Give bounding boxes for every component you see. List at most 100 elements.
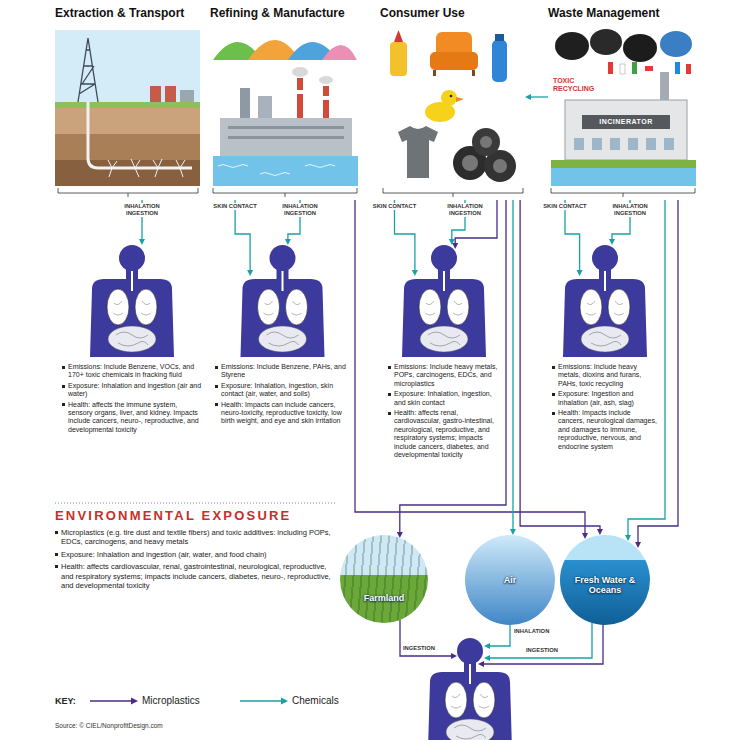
bullet-item: Exposure: Inhalation, ingestion, and ski… [388,390,500,407]
connector [510,200,516,535]
bullet-item: Health: affects renal, cardiovascular, g… [388,409,500,459]
human-figures-part [241,245,325,357]
legend-line [88,696,140,706]
exposure-arrows-part [483,624,603,664]
waste-illustration-part [664,138,674,150]
waste-illustration-part [675,62,680,74]
connector [565,200,583,276]
environment-circle: Farmland [340,535,428,623]
body-figure-node: Emissions: Include Benzene, PAHs, and St… [215,245,350,428]
stage-heading: Extraction & Transport [55,6,200,20]
refinery-illustration-part [323,86,329,118]
refinery-illustration-part [258,96,272,118]
stage-panel: Extraction & Transport [55,6,200,200]
edge-label: INHALATION INGESTION [441,203,489,217]
legend-line-stroke [90,700,132,702]
edge-label: TOXIC RECYCLING [553,77,603,94]
legend-line [238,696,290,706]
waste-illustration-part [608,62,613,74]
consumer-products-illustration-part [495,34,504,41]
bullet-square [215,385,218,388]
waste-illustration-part [565,100,687,160]
legend-text: Chemicals [292,695,339,707]
bullet-square [388,366,391,369]
bullet-text: Exposure: Inhalation and ingestion (air,… [61,550,267,559]
bullet-text: Exposure: Inhalation, ingestion, skin co… [221,382,333,397]
extraction-illustration-part [55,160,200,186]
exposure-arrows [400,620,603,667]
refinery-illustration-part [322,45,357,60]
refinery-illustration-part [213,156,358,186]
bullet-item: Health: Impacts include cancers, neurolo… [552,409,658,451]
building-sign: INCINERATOR [582,115,670,129]
waste-illustration-part [646,138,656,150]
edge-label: SKIN CONTACT [541,203,589,210]
legend-heading: KEY: [55,695,85,707]
extraction-illustration-part [78,38,98,102]
refinery-illustration-part [323,96,329,100]
source-note: Source: © CIEL/NonprofitDesign.com [55,722,355,729]
bullet-text: Health: affects renal, cardiovascular, g… [394,409,494,458]
waste-illustration-part [645,66,653,71]
stage-panel: Consumer Use [380,6,525,200]
connector-line [512,200,513,531]
connector-line [395,200,415,272]
human-figures [90,245,647,740]
stage-heading: Consumer Use [380,6,525,20]
consumer-products-illustration-part [433,70,436,76]
refinery-illustration-part [228,126,344,129]
connector-line [565,200,580,272]
bullet-square [62,403,65,406]
extraction-illustration-part [55,108,200,134]
refinery-illustration-part [297,90,303,94]
bullet-square [55,531,58,534]
consumer-products-illustration-part [430,52,478,70]
bullet-text: Emissions: Include heavy metals, POPs, c… [394,363,498,387]
extraction-illustration-part [55,134,200,160]
waste-illustration-part [574,138,584,150]
bullet-text: Emissions: Include Benzene, VOCs, and 17… [68,363,194,378]
extraction-illustration-part [180,90,194,102]
connector [395,200,418,276]
legend-arrowhead [131,698,138,705]
consumer-products-illustration-part [480,136,492,148]
bullet-square [552,393,555,396]
refinery-illustration-part [292,67,308,77]
connector [625,200,665,541]
connector [355,200,588,539]
exposure-arrows-part [484,655,490,661]
pathway-label: INHALATION [514,628,566,635]
waste-illustration-part [686,64,691,74]
body-figure-node: Emissions: Include heavy metals, dioxins… [552,245,658,453]
arrowhead [452,243,458,249]
bullet-item: Exposure: Ingestion and inhalation (air,… [552,390,658,407]
bullet-square [215,366,218,369]
bullet-text: Health: Impacts can include cancers, neu… [221,401,342,425]
consumer-products-illustration [390,30,516,182]
consumer-products-illustration-part [456,97,464,102]
waste-illustration-part [551,160,696,168]
bullet-square [215,403,218,406]
consumer-products-illustration-part [493,159,507,173]
waste-illustration-part [582,115,670,129]
bullet-item: Emissions: Include Benzene, VOCs, and 17… [62,363,202,380]
consumer-products-illustration-part [398,126,438,178]
bullet-text: Exposure: Ingestion and inhalation (air,… [558,390,634,405]
refinery-illustration-part [228,136,344,139]
bullet-square [388,412,391,415]
refinery-illustration-part [297,78,303,118]
exposure-arrows-part [489,623,592,658]
bullet-item: Emissions: Include heavy metals, POPs, c… [388,363,500,388]
circle-label: Air [504,575,517,585]
legend-arrowhead [281,698,288,705]
bullet-square [55,565,58,568]
extraction-illustration [55,30,200,186]
arrowhead [412,270,418,276]
bullet-text: Exposure: Inhalation and ingestion (air … [68,382,201,397]
waste-illustration-part [660,31,692,57]
bullet-text: Emissions: Include heavy metals, dioxins… [558,363,641,387]
extraction-illustration-part [165,86,176,102]
bullet-item: Microplastics (e.g. tire dust and textil… [55,528,333,547]
